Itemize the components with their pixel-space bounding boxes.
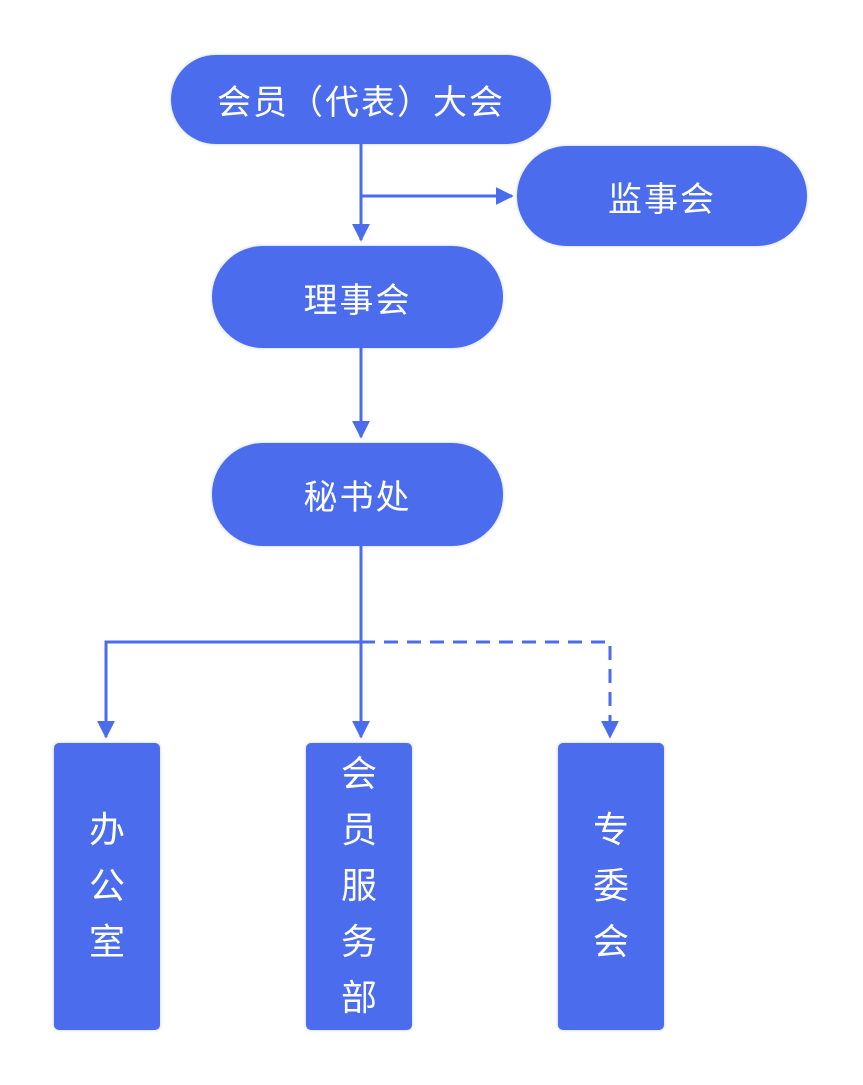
node-general-assembly-label: 会员（代表）大会 (217, 83, 505, 123)
node-board-of-supervisors-label: 监事会 (608, 179, 716, 220)
connector-secretariat-to-office (97, 640, 361, 739)
node-office: 办公室 (54, 743, 160, 1030)
node-council-label: 理事会 (303, 280, 412, 321)
node-member-services: 会员服务部 (306, 743, 412, 1030)
node-general-assembly: 会员（代表）大会 (171, 55, 551, 144)
node-special-committee-label: 专委会 (592, 809, 629, 963)
node-secretariat-label: 秘书处 (303, 478, 412, 518)
connector-secretariat-to-special-committee (361, 640, 619, 739)
node-office-label: 办公室 (88, 809, 125, 963)
node-secretariat: 秘书处 (212, 443, 503, 546)
node-board-of-supervisors: 监事会 (517, 146, 807, 246)
node-council: 理事会 (212, 246, 503, 348)
node-special-committee: 专委会 (558, 743, 664, 1030)
node-member-services-label: 会员服务部 (340, 753, 377, 1019)
